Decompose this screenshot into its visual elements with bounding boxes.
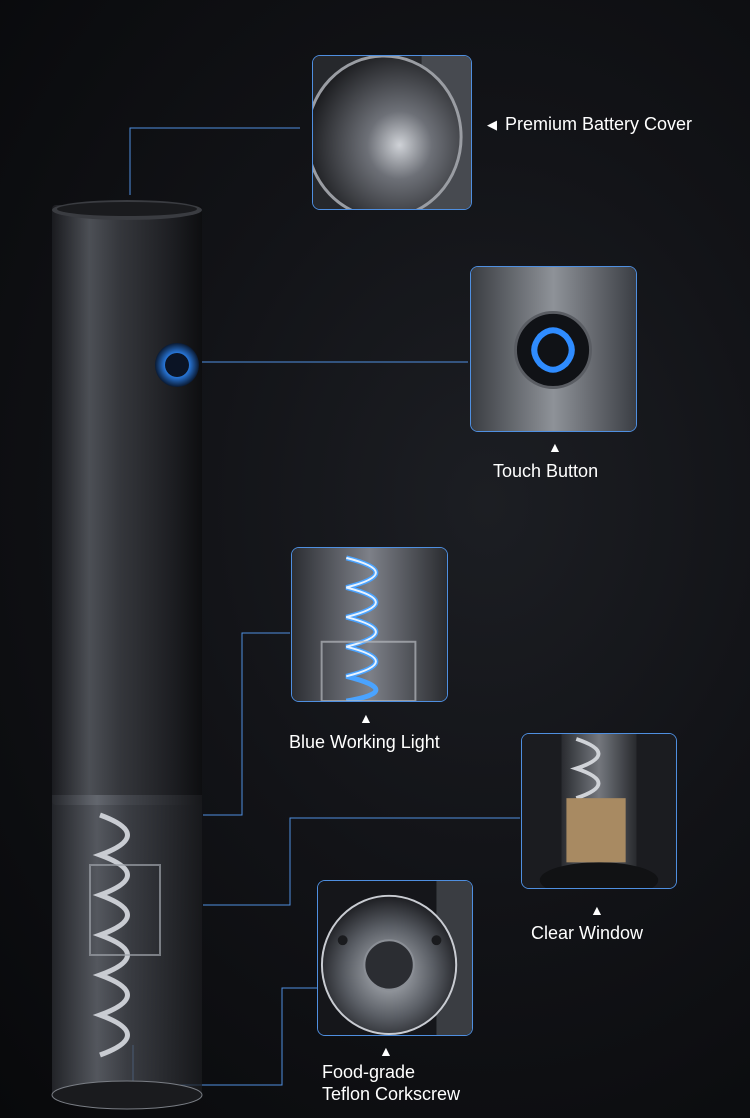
corkscrew-label-line2: Teflon Corkscrew — [322, 1084, 461, 1104]
leader-line-battery-cover — [129, 127, 300, 195]
blue-light-label: Blue Working Light — [289, 732, 440, 752]
clear-window-image — [522, 734, 676, 888]
corkscrew-callout — [317, 880, 473, 1036]
up-triangle-arrow-icon: ▲ — [548, 439, 562, 455]
clear-window-label: Clear Window — [531, 923, 644, 943]
battery-cover-image — [313, 56, 471, 209]
left-triangle-arrow-icon: ◀ — [487, 117, 497, 132]
leader-line-blue-light — [203, 632, 290, 816]
corkscrew-label: Food-grade Teflon Corkscrew — [322, 1061, 460, 1105]
up-triangle-arrow-icon: ▲ — [590, 902, 604, 918]
blue-light-callout — [291, 547, 448, 702]
touch-button-callout — [470, 266, 637, 432]
blue-light-image — [292, 548, 447, 701]
up-triangle-arrow-icon: ▲ — [379, 1043, 393, 1059]
touch-button-label: Touch Button — [493, 461, 599, 481]
corkscrew-image — [318, 881, 472, 1035]
corkscrew-label-line1: Food-grade — [322, 1062, 416, 1082]
clear-window-callout — [521, 733, 677, 889]
wine-opener-product — [51, 200, 203, 1110]
leader-line-clear-window — [203, 817, 520, 906]
battery-cover-callout — [312, 55, 472, 210]
up-triangle-arrow-icon: ▲ — [359, 710, 373, 726]
touch-button-image — [471, 267, 636, 431]
battery-cover-label: ◀Premium Battery Cover — [487, 114, 693, 134]
